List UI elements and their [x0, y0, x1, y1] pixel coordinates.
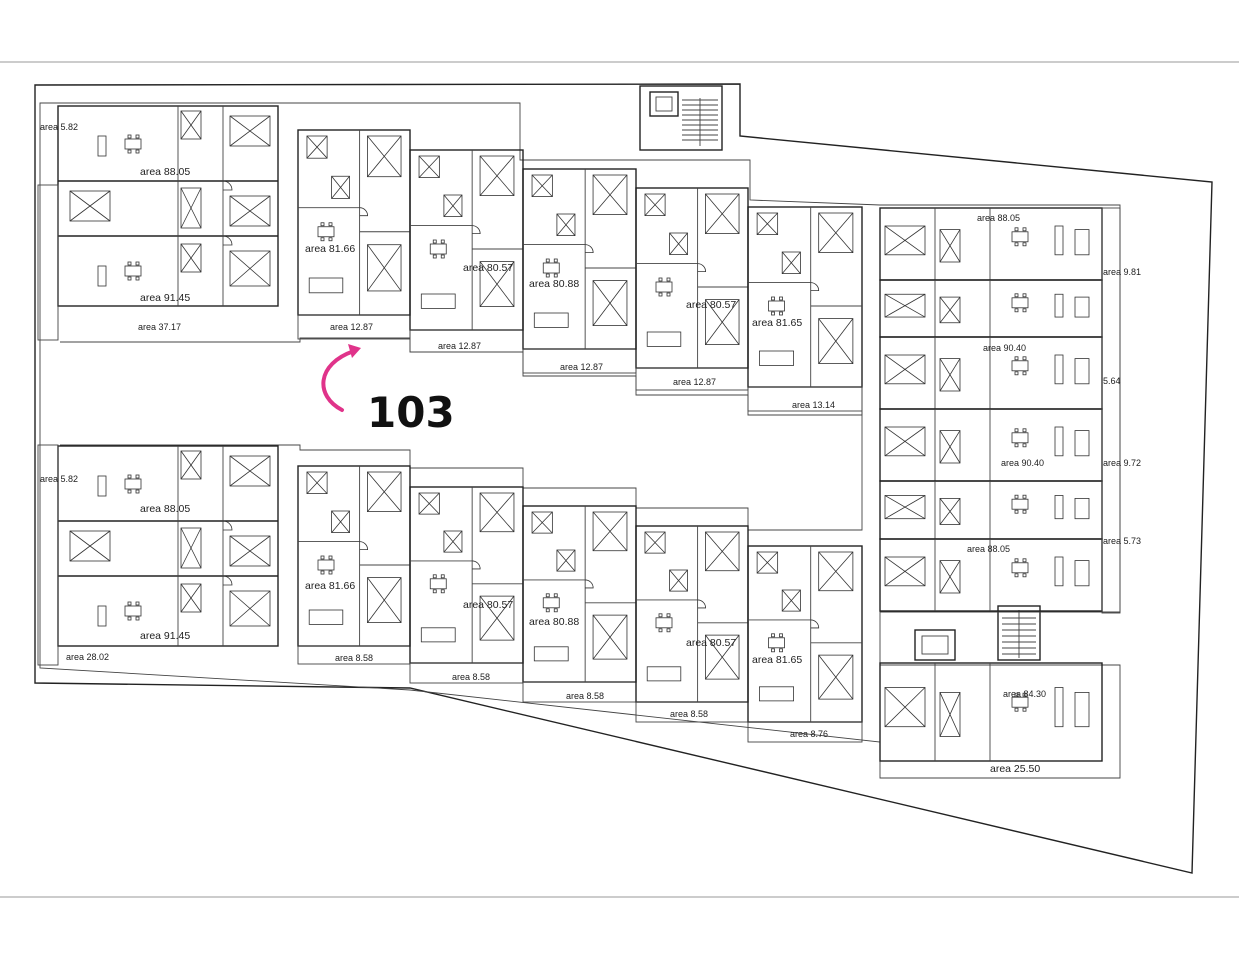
area-label: area 90.40 — [1001, 458, 1044, 468]
area-label: area 81.66 — [305, 580, 355, 592]
stair-core-top — [639, 85, 723, 151]
unit-bottom-5 — [747, 545, 863, 743]
area-label: area 90.40 — [983, 343, 1026, 353]
area-label: area 12.87 — [560, 362, 603, 372]
area-label: area 80.57 — [463, 262, 513, 274]
unit-right-2 — [879, 279, 1103, 338]
unit-bottom-2 — [409, 486, 524, 684]
area-label: 5.64 — [1103, 376, 1121, 386]
area-label: area 8.58 — [452, 672, 490, 682]
site-boundary — [34, 83, 1213, 874]
area-label: area 80.88 — [529, 278, 579, 290]
area-label: area 8.76 — [790, 729, 828, 739]
area-label: area 80.57 — [463, 599, 513, 611]
area-label: area 12.87 — [673, 377, 716, 387]
unit-top-4 — [635, 187, 749, 391]
area-label: area 80.57 — [686, 637, 736, 649]
area-label: area 88.05 — [140, 166, 190, 178]
area-label: area 9.81 — [1103, 267, 1141, 277]
building-envelope — [39, 102, 1121, 779]
unit-bottom-4 — [635, 525, 749, 723]
callout-arrowhead — [348, 344, 361, 358]
area-label: area 91.45 — [140, 630, 190, 642]
area-label: area 5.82 — [40, 474, 78, 484]
unit-top-5 — [747, 206, 863, 412]
area-label: area 5.73 — [1103, 536, 1141, 546]
area-label: area 8.58 — [335, 653, 373, 663]
unit-block-left-bottom — [57, 445, 279, 647]
unit-right-7 — [879, 662, 1103, 762]
area-label: area 12.87 — [438, 341, 481, 351]
area-label: area 9.72 — [1103, 458, 1141, 468]
unit-right-6 — [879, 538, 1103, 612]
area-label: area 80.88 — [529, 616, 579, 628]
area-label: area 88.05 — [140, 503, 190, 515]
area-label: area 88.05 — [977, 213, 1020, 223]
area-label: area 80.57 — [686, 299, 736, 311]
unit-right-5 — [879, 480, 1103, 540]
unit-block-left-top — [57, 105, 279, 307]
unit-top-2 — [409, 149, 524, 353]
stair-core-bottom — [914, 605, 1041, 661]
unit-bottom-3 — [522, 505, 637, 703]
area-label: area 12.87 — [330, 322, 373, 332]
area-label: area 91.45 — [140, 292, 190, 304]
area-label: area 25.50 — [990, 763, 1040, 775]
area-label: area 37.17 — [138, 322, 181, 332]
area-label: area 88.05 — [967, 544, 1010, 554]
area-label: area 84.30 — [1003, 689, 1046, 699]
area-label: area 5.82 — [40, 122, 78, 132]
area-label: area 8.58 — [670, 709, 708, 719]
callout-arrow — [321, 349, 356, 412]
area-label: area 28.02 — [66, 652, 109, 662]
corridor-top-outline — [60, 208, 863, 416]
unit-bottom-1 — [297, 465, 411, 665]
area-label: area 81.66 — [305, 243, 355, 255]
unit-top-1 — [297, 129, 411, 340]
unit-top-3 — [522, 168, 637, 374]
area-label: area 8.58 — [566, 691, 604, 701]
area-label: area 81.65 — [752, 654, 802, 666]
unit-right-4 — [879, 408, 1103, 482]
corridor-bottom-outline — [60, 210, 863, 531]
area-label: area 13.14 — [792, 400, 835, 410]
area-label: area 81.65 — [752, 317, 802, 329]
unit-number-callout: 103 — [367, 388, 455, 437]
